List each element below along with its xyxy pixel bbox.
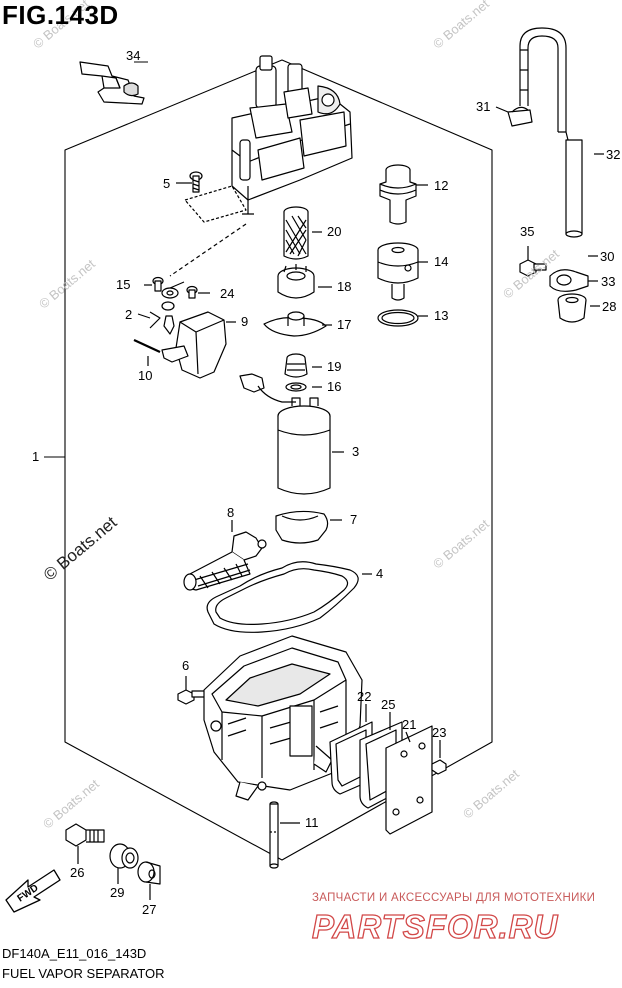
part-10-wire bbox=[133, 339, 189, 366]
callout-27: 27 bbox=[142, 902, 156, 917]
part-26-bolt bbox=[65, 823, 105, 864]
ad-tagline: ЗАПЧАСТИ И АКСЕССУАРЫ ДЛЯ МОТОТЕХНИКИ bbox=[312, 892, 596, 904]
callout-23: 23 bbox=[432, 725, 446, 740]
callout-32: 32 bbox=[606, 147, 620, 162]
figure-name: FUEL VAPOR SEPARATOR bbox=[2, 966, 165, 981]
callout-34: 34 bbox=[126, 48, 140, 63]
part-15-screw bbox=[144, 276, 179, 299]
part-16-oring bbox=[285, 382, 322, 392]
part-13-oring bbox=[377, 309, 428, 327]
callout-24: 24 bbox=[220, 286, 234, 301]
callout-15: 15 bbox=[116, 277, 130, 292]
part-6-bolt bbox=[177, 676, 209, 705]
callout-2: 2 bbox=[125, 307, 132, 322]
cover-mounting-plate bbox=[169, 185, 247, 277]
part-29-grommet bbox=[109, 843, 139, 884]
part-18-grommet bbox=[277, 264, 332, 299]
part-7-bracket bbox=[275, 510, 342, 544]
callout-13: 13 bbox=[434, 308, 448, 323]
callout-3: 3 bbox=[352, 444, 359, 459]
figure-title: FIG.143D bbox=[2, 0, 119, 30]
callout-35: 35 bbox=[520, 224, 534, 239]
callout-26: 26 bbox=[70, 865, 84, 880]
part-32-hose bbox=[519, 27, 604, 257]
callout-1: 1 bbox=[32, 449, 39, 464]
part-19-cap bbox=[284, 353, 322, 378]
part-33-clamp bbox=[549, 269, 598, 292]
part-28-grommet bbox=[557, 293, 600, 323]
part-24-screw bbox=[186, 285, 210, 299]
part-27-collar bbox=[137, 861, 161, 900]
callout-25: 25 bbox=[381, 697, 395, 712]
callout-5: 5 bbox=[163, 176, 170, 191]
ad-brand-logo[interactable]: PARTSFOR.RU bbox=[311, 907, 559, 945]
float-chamber-body bbox=[203, 635, 363, 801]
part-11-tube bbox=[269, 801, 300, 869]
part-4-gasket bbox=[206, 561, 372, 633]
callout-31: 31 bbox=[476, 99, 490, 114]
callout-33: 33 bbox=[601, 274, 615, 289]
callout-4: 4 bbox=[376, 566, 383, 581]
callout-28: 28 bbox=[602, 299, 616, 314]
callout-21: 21 bbox=[402, 717, 416, 732]
callout-11: 11 bbox=[305, 815, 319, 830]
callout-8: 8 bbox=[227, 505, 234, 520]
callout-18: 18 bbox=[337, 279, 351, 294]
part-8-strainer bbox=[183, 520, 267, 591]
callout-22: 22 bbox=[357, 689, 371, 704]
callout-7: 7 bbox=[350, 512, 357, 527]
callout-10: 10 bbox=[138, 368, 152, 383]
part-31-clip bbox=[495, 106, 533, 127]
callout-9: 9 bbox=[241, 314, 248, 329]
callout-labels: 34 5 15 24 2 9 10 1 20 18 17 19 16 3 8 7… bbox=[16, 48, 621, 917]
part-3-fuel-pump bbox=[239, 373, 344, 495]
callout-19: 19 bbox=[327, 359, 341, 374]
callout-14: 14 bbox=[434, 254, 448, 269]
part-14-pressure-regulator bbox=[377, 242, 428, 301]
callout-16: 16 bbox=[327, 379, 341, 394]
part-35-bolt bbox=[519, 246, 547, 277]
part-17-holder bbox=[263, 311, 332, 337]
callout-29: 29 bbox=[110, 885, 124, 900]
part-5-screw bbox=[176, 171, 203, 193]
part-23-screw bbox=[431, 740, 447, 775]
callout-20: 20 bbox=[327, 224, 341, 239]
callout-6: 6 bbox=[182, 658, 189, 673]
callout-17: 17 bbox=[337, 317, 351, 332]
figure-model-code: DF140A_E11_016_143D bbox=[2, 946, 147, 961]
part-20-filter bbox=[283, 206, 322, 260]
fwd-direction-arrow bbox=[5, 869, 61, 913]
callout-30: 30 bbox=[600, 249, 614, 264]
part-9-cap bbox=[175, 311, 236, 379]
part-2-pin bbox=[149, 301, 175, 335]
assembly-outline bbox=[64, 59, 493, 861]
part-34-bracket bbox=[79, 61, 145, 105]
part-21-cover-plate bbox=[385, 725, 433, 835]
callout-12: 12 bbox=[434, 178, 448, 193]
vapor-separator-cover bbox=[231, 55, 353, 215]
leader-lines bbox=[44, 61, 185, 458]
part-12-fitting bbox=[379, 164, 428, 225]
